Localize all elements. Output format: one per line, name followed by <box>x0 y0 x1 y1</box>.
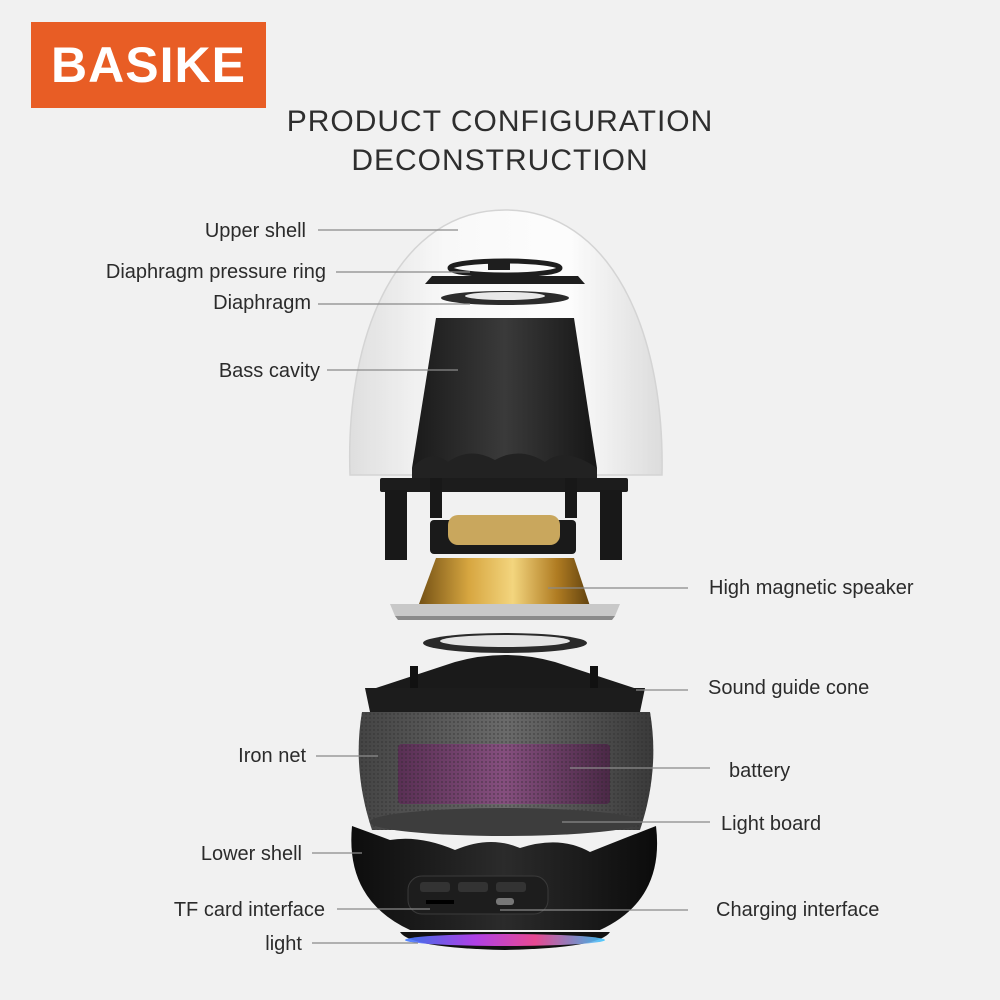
bass-cavity-shape <box>412 318 597 468</box>
label-lower-shell: Lower shell <box>200 843 302 865</box>
label-light: light <box>265 933 302 955</box>
label-upper-shell: Upper shell <box>204 220 306 242</box>
control-panel-shape <box>407 875 549 915</box>
label-bass-cavity: Bass cavity <box>218 360 320 382</box>
label-iron-net: Iron net <box>238 745 306 767</box>
label-battery: battery <box>729 760 791 782</box>
light-board-shape <box>370 808 640 836</box>
label-charging-interface: Charging interface <box>716 899 880 921</box>
page-title-line2: DECONSTRUCTION <box>351 144 649 177</box>
sound-guide-cone-shape <box>370 655 640 690</box>
label-diaphragm-pressure-ring: Diaphragm pressure ring <box>105 261 326 283</box>
brand-logo: BASIKE <box>31 22 266 108</box>
pressure-ring-shape <box>425 276 585 284</box>
page-title-line1: PRODUCT CONFIGURATION <box>286 105 714 138</box>
label-diaphragm: Diaphragm <box>213 292 311 314</box>
label-tf-card-interface: TF card interface <box>173 899 325 921</box>
label-sound-guide-cone: Sound guide cone <box>708 677 870 699</box>
label-high-magnetic-speaker: High magnetic speaker <box>709 577 914 599</box>
label-light-board: Light board <box>721 813 822 835</box>
speaker-shape <box>416 558 592 612</box>
